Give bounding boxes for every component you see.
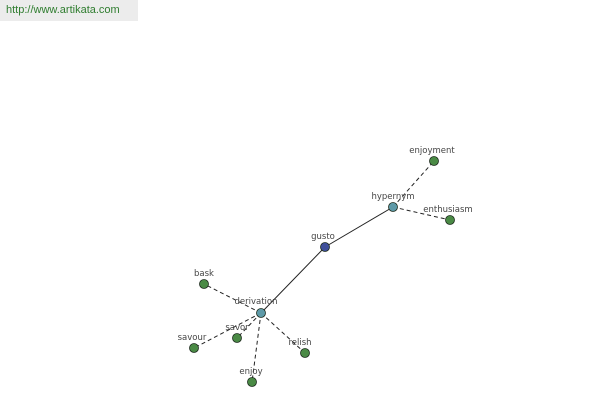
leaf-node-savor[interactable]	[232, 333, 242, 343]
leaf-label-savour: savour	[178, 333, 207, 343]
relation-node-derivation[interactable]	[256, 308, 266, 318]
leaf-node-savour[interactable]	[189, 343, 199, 353]
center-label-gusto: gusto	[311, 232, 335, 242]
leaf-label-enthusiasm: enthusiasm	[423, 205, 472, 215]
leaf-node-relish[interactable]	[300, 348, 310, 358]
leaf-label-savor: savor	[225, 323, 249, 333]
edge-derivation-relish	[260, 312, 306, 354]
edge-gusto-derivation	[260, 246, 326, 314]
edge-derivation-bask	[203, 283, 262, 314]
relation-node-hypernym[interactable]	[388, 202, 398, 212]
leaf-node-bask[interactable]	[199, 279, 209, 289]
leaf-label-enjoyment: enjoyment	[409, 146, 455, 156]
leaf-label-bask: bask	[194, 269, 214, 279]
graph-labels: gusto hypernym enjoyment enthusiasm derivati…	[178, 146, 473, 377]
edge-gusto-hypernym	[324, 206, 394, 248]
edge-derivation-enjoy	[251, 312, 262, 383]
leaf-node-enjoyment[interactable]	[429, 156, 439, 166]
relation-label-derivation: derivation	[234, 297, 277, 307]
leaf-node-enthusiasm[interactable]	[445, 215, 455, 225]
graph-nodes	[189, 156, 455, 387]
leaf-node-enjoy[interactable]	[247, 377, 257, 387]
relation-label-hypernym: hypernym	[371, 192, 414, 202]
edge-hypernym-enthusiasm	[392, 206, 451, 221]
edge-derivation-savor	[236, 312, 262, 339]
leaf-label-enjoy: enjoy	[239, 367, 262, 377]
edge-derivation-savour	[193, 312, 262, 349]
site-url-watermark[interactable]: http://www.artikata.com	[0, 0, 138, 21]
graph-edges	[193, 160, 451, 383]
center-node-gusto[interactable]	[320, 242, 330, 252]
edge-hypernym-enjoyment	[392, 160, 435, 208]
leaf-label-relish: relish	[288, 338, 311, 348]
